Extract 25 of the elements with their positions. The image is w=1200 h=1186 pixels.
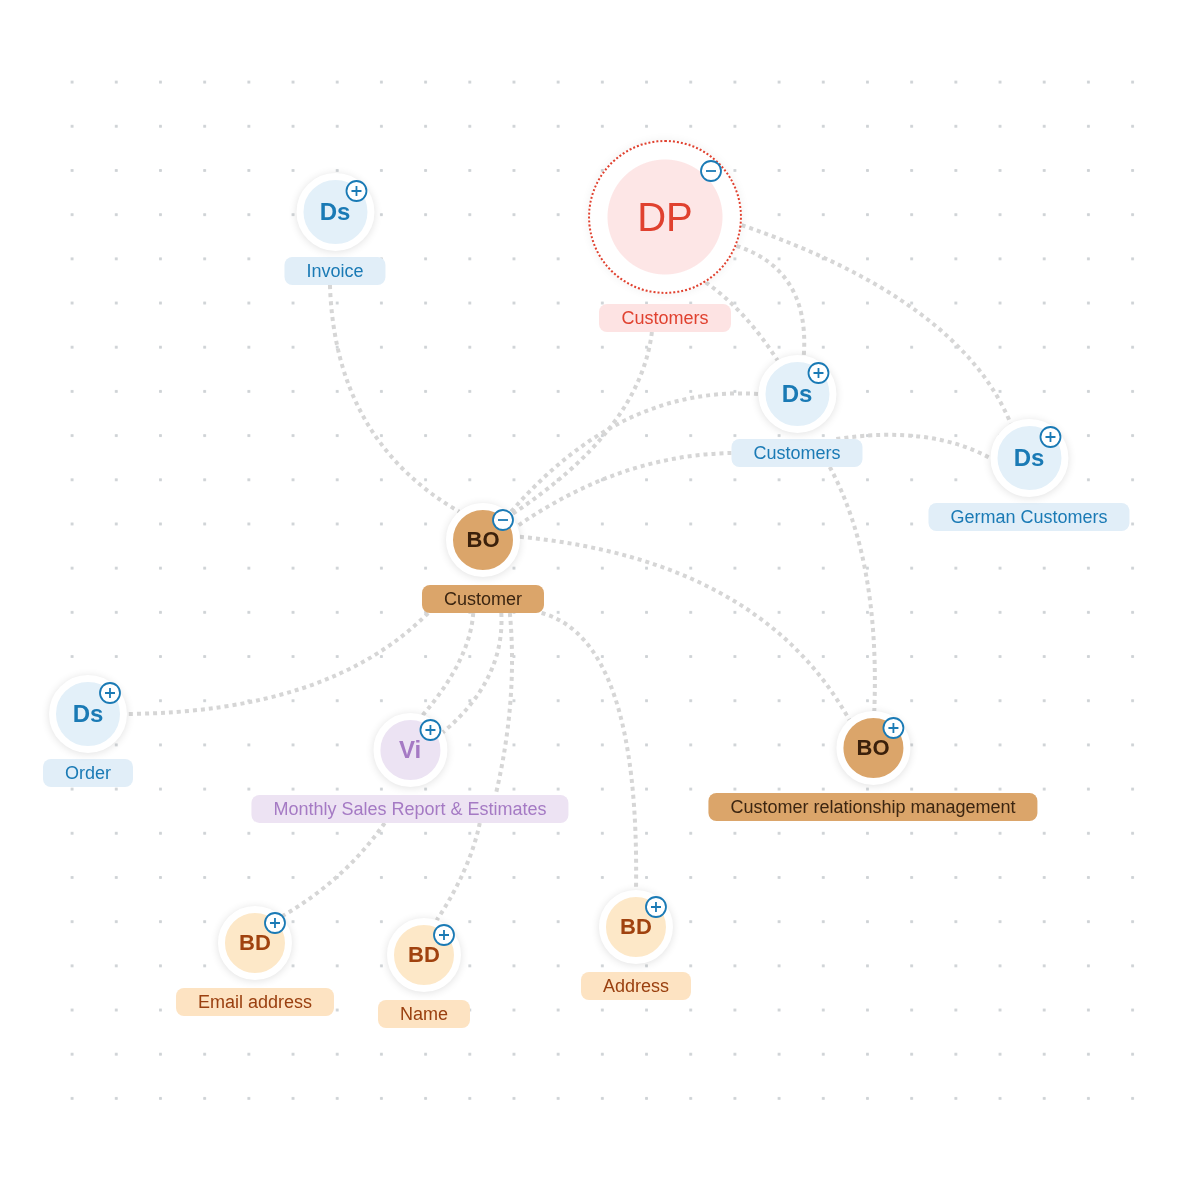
connector (280, 821, 387, 919)
name-tag: Customers (731, 439, 863, 467)
name-tag: Customer relationship management (708, 793, 1038, 821)
connector (735, 243, 807, 356)
name-tag: Monthly Sales Report & Estimates (251, 795, 569, 823)
connector (540, 611, 638, 890)
name-tag: Email address (176, 988, 334, 1016)
initials-circle: DP (588, 140, 742, 294)
connector (836, 432, 991, 460)
name-tag: Invoice (284, 257, 386, 285)
name-tag: Address (581, 972, 691, 1000)
connector (126, 611, 430, 716)
name-tag: Order (43, 759, 133, 787)
connector (704, 280, 780, 362)
name-tag: Customers (599, 304, 731, 332)
connector (827, 466, 877, 712)
connector (519, 534, 851, 721)
connector (516, 451, 732, 528)
name-tag: Name (378, 1000, 470, 1028)
connector (434, 822, 482, 922)
name-tag: German Customers (928, 503, 1130, 531)
connector (421, 612, 476, 717)
connector (327, 284, 461, 514)
connector (441, 612, 504, 735)
name-tag: Customer (422, 585, 544, 613)
